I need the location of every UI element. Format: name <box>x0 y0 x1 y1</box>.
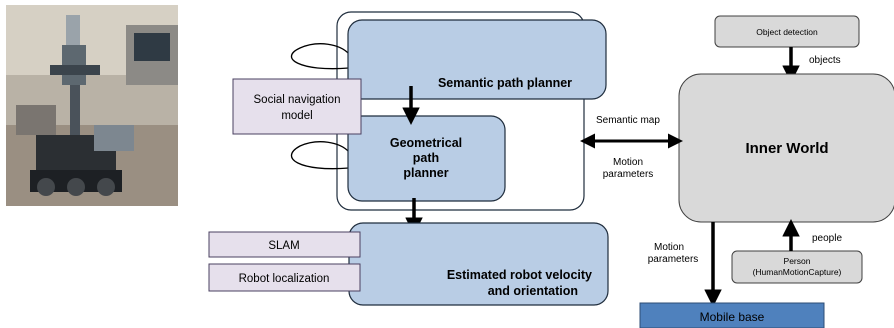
geometrical-path-planner-box <box>347 115 506 202</box>
geometrical-label-line2: path <box>413 151 439 165</box>
object-detection-label: Object detection <box>756 27 818 37</box>
semantic-path-planner-label: Semantic path planner <box>438 76 572 90</box>
motion-parameters-mid-line2: parameters <box>603 169 654 180</box>
people-label: people <box>812 233 842 244</box>
geometrical-label-line1: Geometrical <box>390 136 462 150</box>
social-navigation-label-line1: Social navigation <box>254 94 341 106</box>
mobile-base-label: Mobile base <box>700 310 765 324</box>
mobile-base-box <box>639 302 825 328</box>
motion-parameters-down-line1: Motion <box>654 242 684 253</box>
person-label-line2: (HumanMotionCapture) <box>753 267 842 277</box>
object-detection-box <box>714 15 860 48</box>
motion-parameters-mid-line1: Motion <box>613 157 643 168</box>
robot-localization-box <box>208 263 361 292</box>
semantic-map-label: Semantic map <box>596 115 660 126</box>
semantic-planner-loop <box>290 43 350 70</box>
estimated-velocity-label-line2: and orientation <box>488 284 578 298</box>
motion-parameters-down-line2: parameters <box>648 254 699 265</box>
estimated-velocity-label-line1: Estimated robot velocity <box>447 268 592 282</box>
person-box <box>731 250 863 284</box>
geometrical-planner-loop <box>290 141 350 170</box>
objects-label: objects <box>809 55 841 66</box>
semantic-path-planner-box <box>347 19 607 100</box>
inner-world-label: Inner World <box>745 140 828 157</box>
person-label-line1: Person <box>784 256 811 266</box>
social-navigation-label-line2: model <box>281 110 312 122</box>
social-navigation-model-box <box>232 78 362 135</box>
robot-localization-label: Robot localization <box>239 273 330 285</box>
geometrical-label-line3: planner <box>403 166 448 180</box>
slam-box <box>208 231 361 258</box>
slam-label: SLAM <box>268 240 299 252</box>
robot-photo <box>6 5 178 206</box>
